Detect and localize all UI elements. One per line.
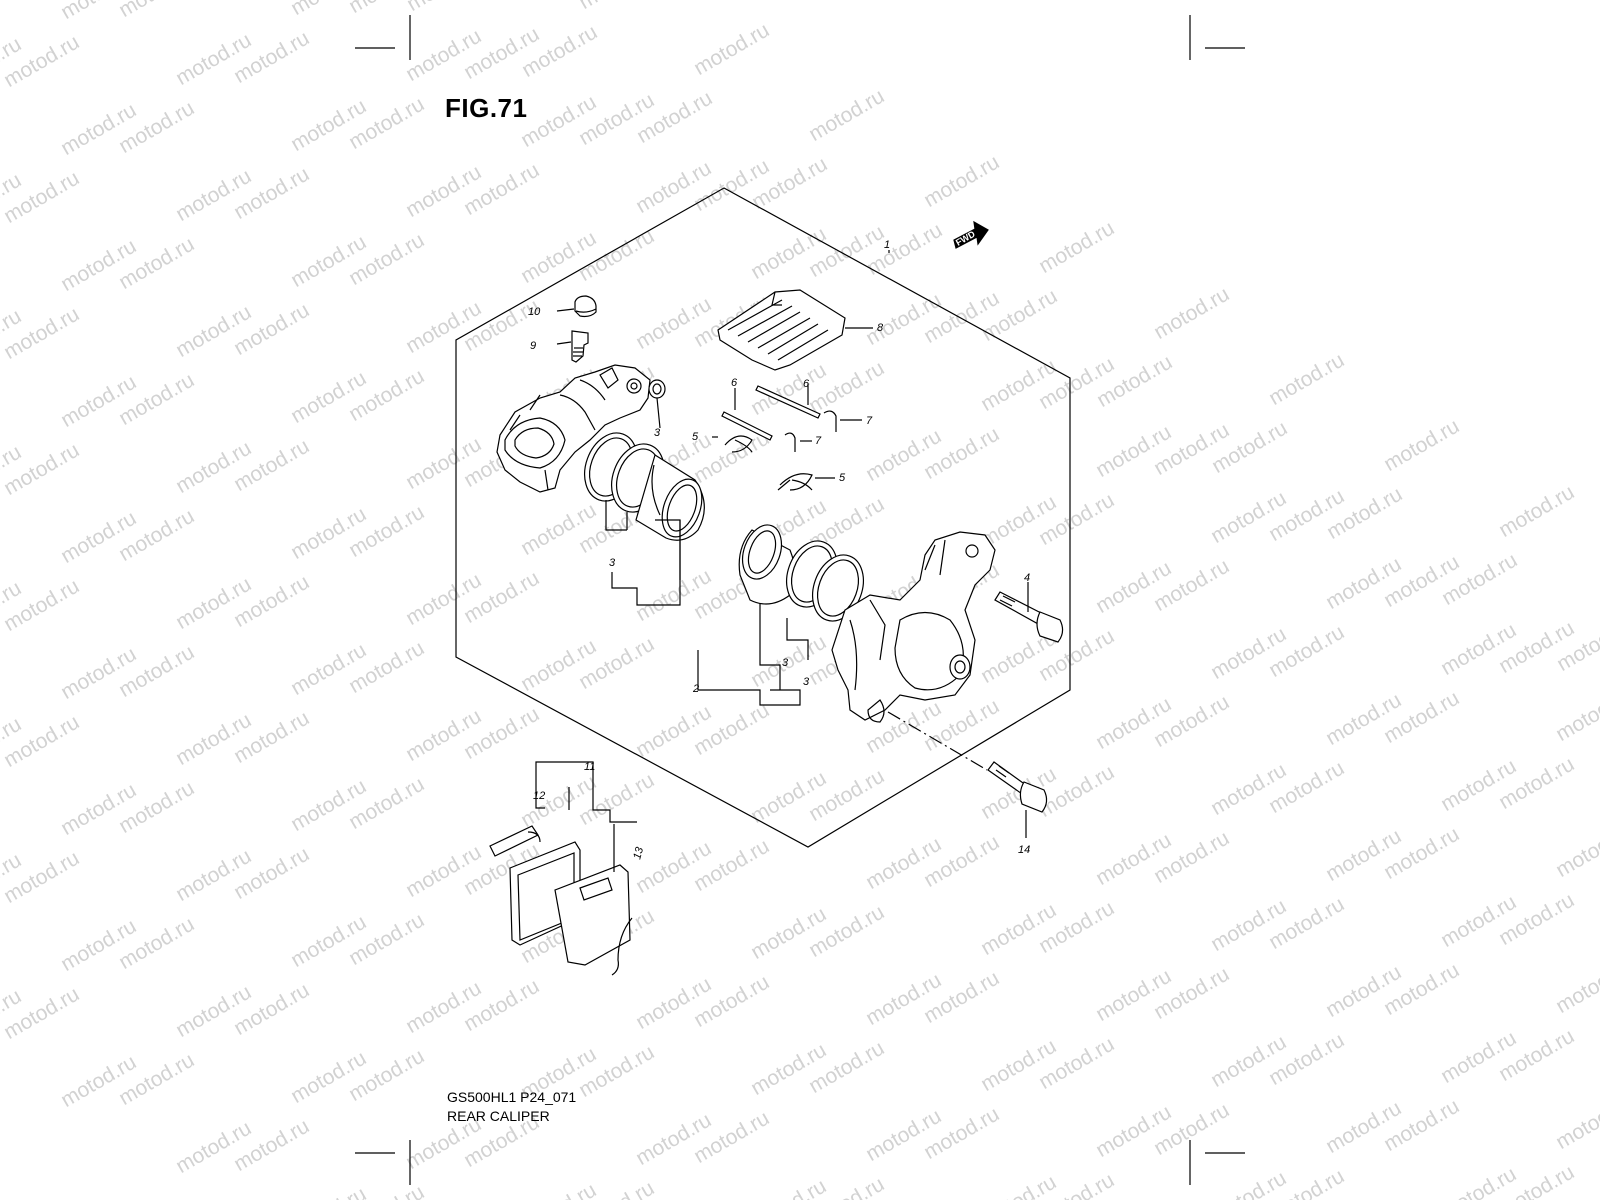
- callout-11: 11: [584, 761, 595, 773]
- crop-marks: [355, 15, 1245, 1185]
- callout-5a: 5: [692, 431, 699, 443]
- bolt-part-14: [987, 761, 1048, 838]
- callout-3d: 3: [782, 657, 789, 669]
- callout-8: 8: [877, 322, 884, 334]
- callout-7b: 7: [815, 435, 822, 447]
- callout-3a: 3: [654, 427, 661, 439]
- mounting-centerline: [887, 711, 988, 771]
- callout-1: 1: [884, 239, 890, 251]
- callout-12: 12: [533, 790, 545, 802]
- pad-spring-part-8: [717, 289, 873, 371]
- fwd-arrow-icon: [953, 220, 989, 249]
- diagram-name: REAR CALIPER: [447, 1108, 550, 1124]
- callout-2: 2: [692, 683, 699, 695]
- bleeder-cap-part-10: [556, 295, 597, 318]
- callout-7a: 7: [866, 415, 873, 427]
- callout-numbers: 1 2 3 3 3 3 4 5 5 6 6 7 7 8 9 10 11 12 1…: [528, 239, 1030, 861]
- callout-10: 10: [528, 306, 541, 318]
- callout-3b: 3: [609, 557, 616, 569]
- callout-3c: 3: [803, 676, 810, 688]
- pin-clip-part-7: [784, 410, 862, 452]
- callout-14: 14: [1018, 844, 1030, 856]
- bolt-part-4: [994, 582, 1064, 643]
- callout-13: 13: [631, 845, 646, 861]
- seal-and-piston-upper: [584, 432, 705, 541]
- callout-6a: 6: [731, 377, 738, 389]
- callout-4: 4: [1024, 572, 1030, 584]
- seal-and-piston-lower: [738, 524, 864, 622]
- bleeder-valve-part-9: [556, 330, 589, 363]
- brake-pad-set: [489, 761, 637, 976]
- pad-pin-part-6: [721, 384, 821, 441]
- callout-brackets: [605, 500, 809, 706]
- assembly-frame: [455, 187, 1071, 848]
- pad-spring-clip-part-5: [712, 435, 835, 491]
- caliper-inner-half: [496, 364, 651, 493]
- diagram-code: GS500HL1 P24_071: [447, 1089, 577, 1105]
- callout-6b: 6: [803, 378, 810, 390]
- figure-title: FIG.71: [445, 93, 528, 123]
- callout-9: 9: [530, 340, 536, 352]
- washer-part-3-top: [648, 379, 666, 429]
- caliper-outer-half: [831, 531, 996, 723]
- callout-5b: 5: [839, 472, 846, 484]
